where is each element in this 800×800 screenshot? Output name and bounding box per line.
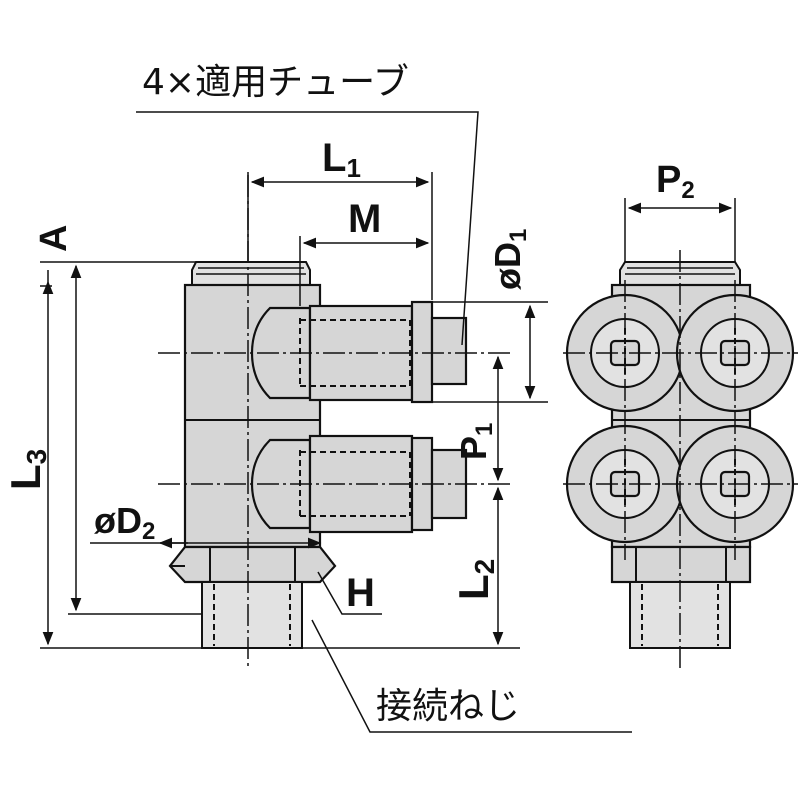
D2-label: øD (94, 500, 142, 541)
svg-text:L3: L3 (2, 449, 52, 490)
H-label: H (346, 571, 375, 615)
svg-text:øD1: øD1 (487, 229, 532, 290)
L3-subscript: 3 (21, 449, 52, 465)
L1-label: L (322, 136, 346, 180)
front-hex-nut (610, 545, 752, 584)
connection-thread (201, 581, 303, 649)
labels: 4×適用チューブ L1 M A øD1 P1 P2 L3 øD2 H L2 接続… (2, 62, 695, 727)
D1-label: øD (487, 242, 528, 290)
svg-text:L2: L2 (450, 559, 500, 600)
M-label: M (348, 197, 381, 241)
front-view (563, 198, 798, 668)
thread-leader (311, 619, 632, 733)
D1-subscript: 1 (505, 229, 532, 242)
L2-label: L (450, 574, 497, 600)
P1-subscript: 1 (471, 423, 498, 436)
svg-text:L1: L1 (322, 136, 361, 183)
tube-note-label: 4×適用チューブ (142, 62, 409, 103)
upper-port (250, 300, 468, 404)
svg-text:øD2: øD2 (94, 500, 155, 545)
dimensions (40, 111, 632, 733)
L3-label: L (2, 464, 49, 490)
A-label: A (33, 225, 75, 252)
tube-leader (136, 111, 479, 346)
svg-text:P2: P2 (656, 159, 695, 204)
hex-leader (317, 571, 382, 615)
D2-subscript: 2 (142, 518, 155, 545)
side-view (158, 175, 510, 668)
svg-text:P1: P1 (453, 423, 498, 460)
L2-subscript: 2 (469, 559, 500, 575)
hex-nut (168, 545, 337, 584)
P1-label: P (453, 436, 494, 460)
P2-label: P (656, 159, 681, 201)
L1-subscript: 1 (346, 153, 360, 183)
P2-subscript: 2 (681, 177, 694, 204)
thread-note-label: 接続ねじ (376, 686, 520, 727)
